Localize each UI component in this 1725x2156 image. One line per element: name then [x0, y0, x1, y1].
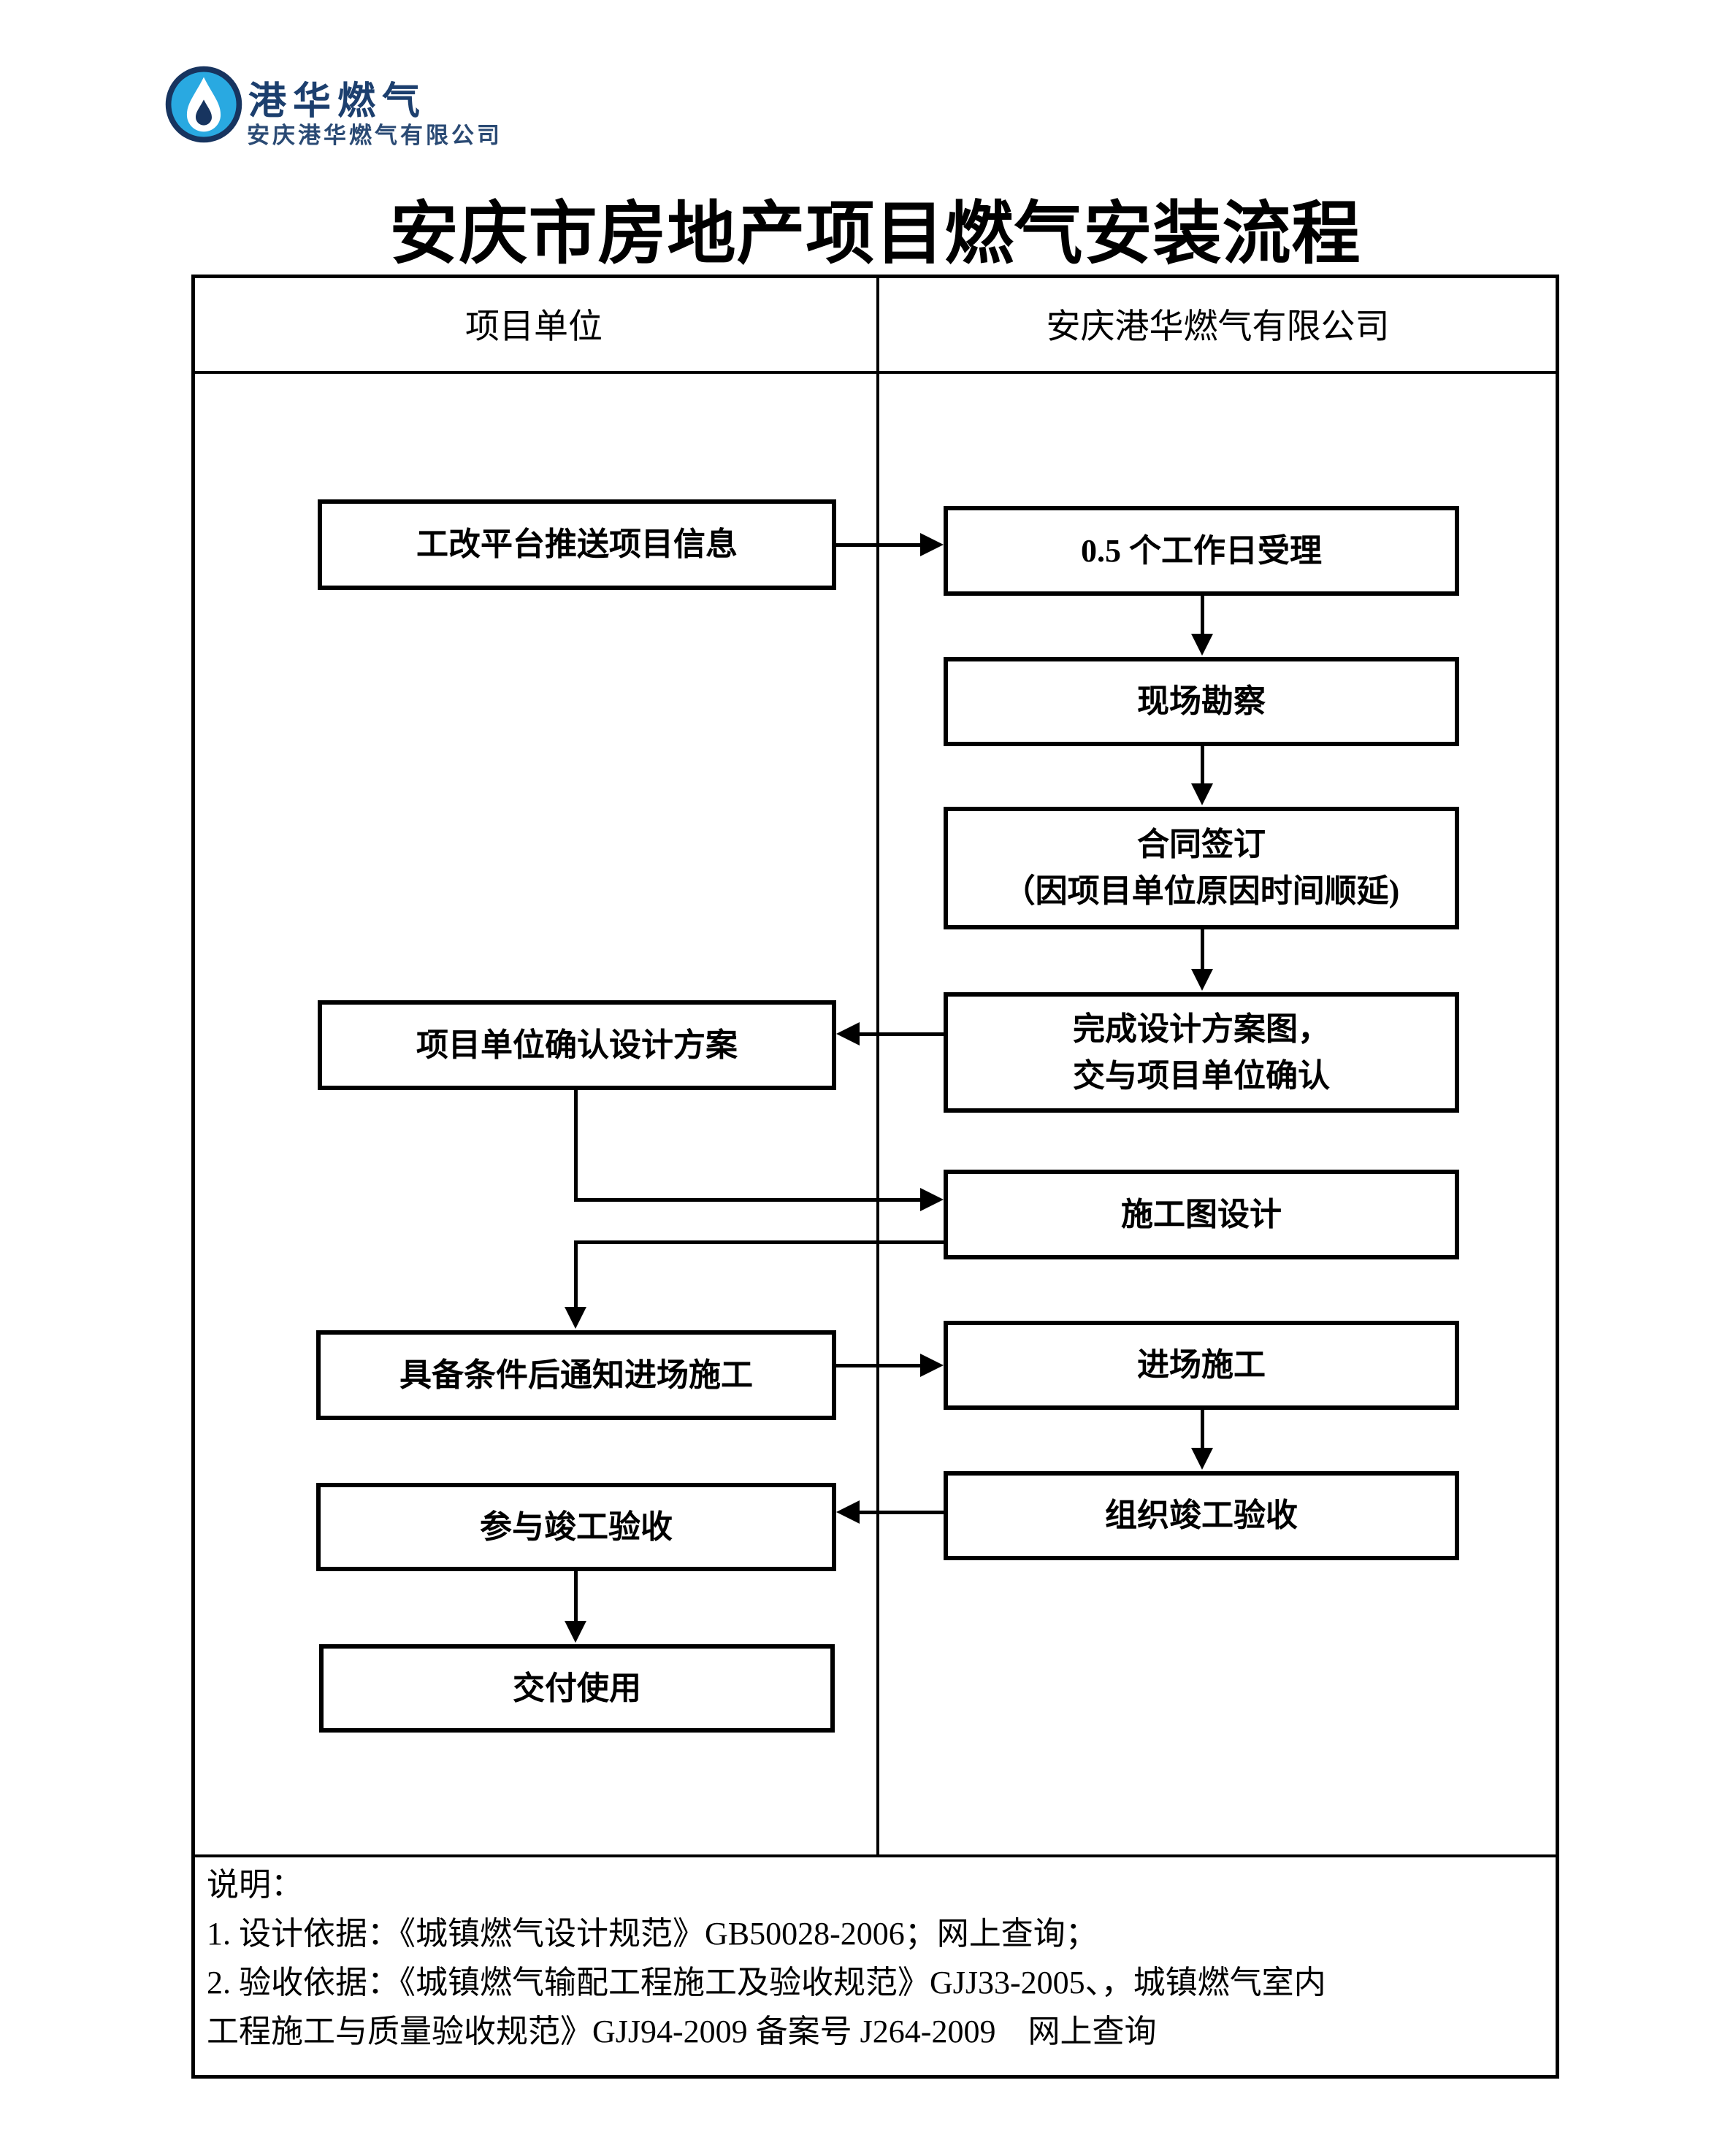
- arrowhead-down: [565, 1621, 586, 1643]
- logo-wordmark: 港华燃气: [248, 80, 427, 123]
- flow-box-enter-construction: 进场施工: [944, 1321, 1459, 1410]
- arrowhead-right: [920, 533, 944, 556]
- connector-organize-to-join: [860, 1511, 944, 1514]
- connector-accept-to-survey: [1201, 596, 1204, 635]
- arrowhead-left: [836, 1022, 860, 1046]
- connector-design-to-confirm: [860, 1032, 944, 1036]
- header-cell-gas-company: 安庆港华燃气有限公司: [1046, 307, 1390, 346]
- arrowhead-down: [1191, 969, 1213, 991]
- header-separator: [191, 371, 1559, 374]
- notes-section: 说明： 1. 设计依据：《城镇燃气设计规范》GB50028-2006；网上查询；…: [207, 1860, 1550, 2056]
- flow-box-notify-construction: 具备条件后通知进场施工: [316, 1330, 836, 1420]
- flow-box-join-completion-acceptance: 参与竣工验收: [316, 1483, 836, 1571]
- flow-box-complete-design-drawing: 完成设计方案图， 交与项目单位确认: [944, 992, 1459, 1113]
- connector-contract-to-design: [1201, 929, 1204, 970]
- flow-box-delivery-use: 交付使用: [319, 1644, 835, 1733]
- connector-enter-to-organize: [1201, 1410, 1204, 1449]
- arrowhead-down: [1191, 1448, 1213, 1470]
- flow-box-construction-drawing-design: 施工图设计: [944, 1170, 1459, 1259]
- notes-line: 2. 验收依据：《城镇燃气输配工程施工及验收规范》GJJ33-2005、，城镇燃…: [207, 1965, 1326, 2000]
- flame-icon: [165, 66, 242, 143]
- flow-box-organize-acceptance: 组织竣工验收: [944, 1471, 1459, 1560]
- notes-separator: [191, 1854, 1559, 1857]
- connector-join-to-delivery: [574, 1571, 578, 1622]
- connector-push-to-accept: [836, 543, 922, 547]
- arrowhead-down: [1191, 783, 1213, 805]
- arrowhead-right: [920, 1188, 944, 1211]
- column-divider: [876, 275, 879, 1854]
- flow-box-push-project-info: 工改平台推送项目信息: [318, 499, 836, 590]
- connector-drawing-to-notify: [574, 1240, 578, 1308]
- connector-notify-to-enter: [836, 1364, 920, 1367]
- arrowhead-down: [565, 1307, 586, 1329]
- flow-box-accept-half-workday: 0.5 个工作日受理: [944, 506, 1459, 596]
- connector-drawing-left: [574, 1240, 944, 1244]
- arrowhead-right: [920, 1354, 944, 1377]
- notes-line: 工程施工与质量验收规范》GJJ94-2009 备案号 J264-2009 网上查…: [207, 2014, 1157, 2049]
- connector-confirm-down: [574, 1090, 578, 1201]
- connector-survey-to-contract: [1201, 746, 1204, 785]
- flow-box-confirm-design-plan: 项目单位确认设计方案: [318, 1000, 836, 1090]
- arrowhead-left: [836, 1500, 860, 1524]
- flow-box-site-survey: 现场勘察: [944, 657, 1459, 746]
- notes-line: 1. 设计依据：《城镇燃气设计规范》GB50028-2006；网上查询；: [207, 1916, 1098, 1952]
- connector-confirm-to-drawing: [574, 1198, 920, 1202]
- notes-heading: 说明：: [207, 1867, 303, 1903]
- header-cell-project-unit: 项目单位: [465, 307, 603, 346]
- page-title: 安庆市房地产项目燃气安装流程: [389, 196, 1361, 272]
- flow-box-contract-signing: 合同签订 （因项目单位原因时间顺延): [944, 807, 1459, 929]
- arrowhead-down: [1191, 634, 1213, 656]
- logo-company-name: 安庆港华燃气有限公司: [247, 123, 502, 148]
- flow-table-border: [191, 275, 1559, 2079]
